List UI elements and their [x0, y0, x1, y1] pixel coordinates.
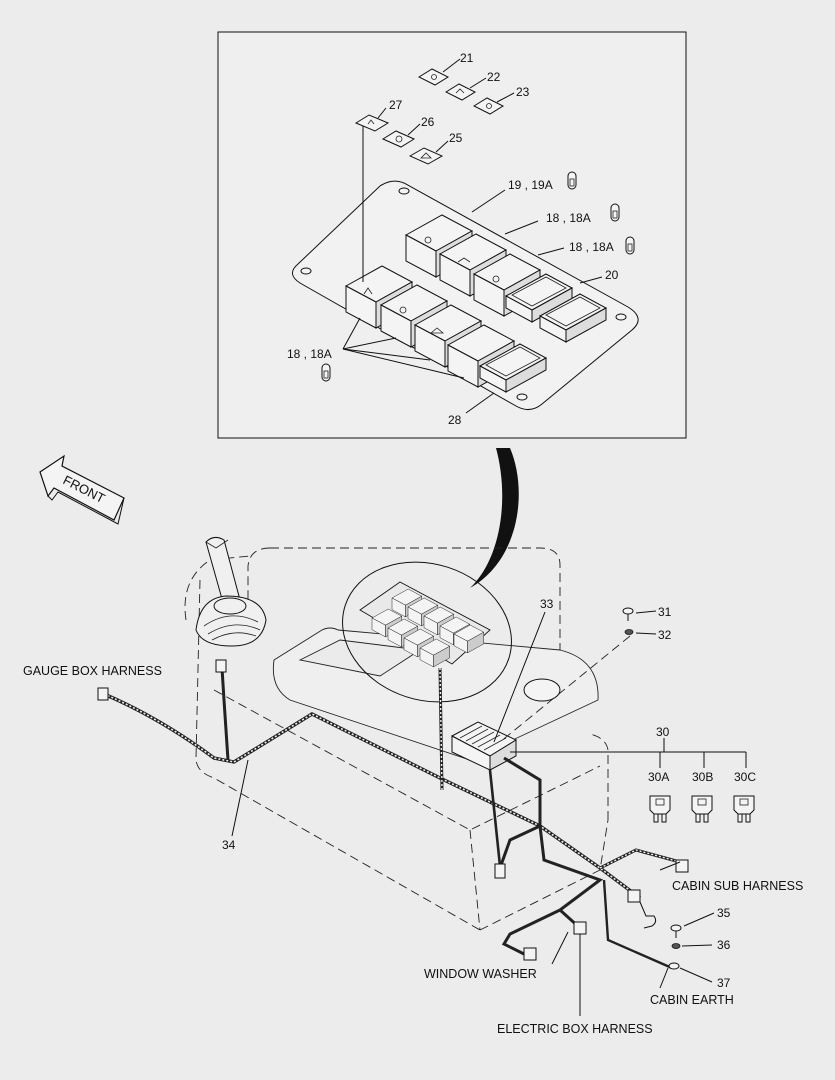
callout-18-c: 18 , 18A [287, 347, 332, 361]
callout-21: 21 [460, 51, 474, 65]
fuses [649, 795, 755, 823]
washer-36 [671, 943, 681, 949]
callout-25: 25 [449, 131, 463, 145]
symbol-label-25 [408, 147, 444, 165]
blank-switch [538, 293, 608, 343]
switch-row-top [404, 214, 608, 343]
screw-31 [622, 607, 634, 621]
callout-31: 31 [658, 605, 672, 619]
callout-30b: 30B [692, 770, 713, 784]
callout-30a: 30A [648, 770, 669, 784]
callout-34: 34 [222, 838, 236, 852]
connector [97, 687, 109, 701]
earth-lug-37 [668, 962, 680, 970]
callout-30: 30 [656, 725, 670, 739]
fuse-30b [691, 795, 713, 823]
callout-33: 33 [540, 597, 554, 611]
callout-32: 32 [658, 628, 672, 642]
connector [675, 859, 689, 873]
switch-panel-highlight [342, 561, 512, 703]
cabin-earth-label: CABIN EARTH [650, 993, 734, 1007]
window-washer-label: WINDOW WASHER [424, 967, 537, 981]
detail-pointer-curve [470, 448, 519, 588]
connector [523, 947, 537, 961]
callout-37: 37 [717, 976, 731, 990]
callout-18-b: 18 , 18A [569, 240, 614, 254]
symbol-label-27 [354, 114, 390, 132]
bulb-icon [625, 236, 635, 255]
switch-row-bottom [344, 265, 548, 393]
callout-26: 26 [421, 115, 435, 129]
callout-23: 23 [516, 85, 530, 99]
bulb-icon [610, 203, 620, 222]
fuse-30c [733, 795, 755, 823]
callout-27: 27 [389, 98, 403, 112]
callout-30c: 30C [734, 770, 756, 784]
screw-35 [670, 924, 682, 938]
electric-box-harness-label: ELECTRIC BOX HARNESS [497, 1022, 653, 1036]
washer-32 [624, 629, 634, 635]
wire-harnesses [97, 659, 689, 970]
bulb-icon [321, 363, 331, 382]
callout-36: 36 [717, 938, 731, 952]
connector [494, 863, 506, 879]
switch-panel-detail: 21 22 23 27 26 25 19 , 19A 18 , 18A 18 ,… [217, 31, 687, 439]
callout-35: 35 [717, 906, 731, 920]
callout-18-a: 18 , 18A [546, 211, 591, 225]
fuse-30a [649, 795, 671, 823]
joystick-lever [195, 536, 267, 647]
symbol-label-22 [444, 83, 477, 101]
symbol-label-21 [417, 68, 450, 86]
connector [215, 659, 227, 673]
mounting-holes [300, 187, 627, 401]
connector [573, 921, 587, 935]
blank-switch [478, 343, 548, 393]
console-assembly [184, 536, 609, 931]
console-switch-panel [359, 581, 491, 668]
cabin-sub-harness-label: CABIN SUB HARNESS [672, 879, 803, 893]
assembly-leader-lines [231, 610, 747, 1016]
bulb-icon [567, 171, 577, 190]
callout-20: 20 [605, 268, 619, 282]
blank-switch [504, 273, 574, 323]
detail-leader-lines [342, 58, 603, 414]
switch-panel-plate [292, 180, 639, 410]
callout-28: 28 [448, 413, 462, 427]
callout-22: 22 [487, 70, 501, 84]
gauge-box-harness-label: GAUGE BOX HARNESS [23, 664, 162, 678]
connector [627, 889, 641, 903]
symbol-label-23 [472, 97, 505, 115]
symbol-label-26 [381, 130, 416, 148]
front-arrow: FRONT [39, 454, 125, 525]
fuse-box [450, 721, 518, 771]
callout-19: 19 , 19A [508, 178, 553, 192]
